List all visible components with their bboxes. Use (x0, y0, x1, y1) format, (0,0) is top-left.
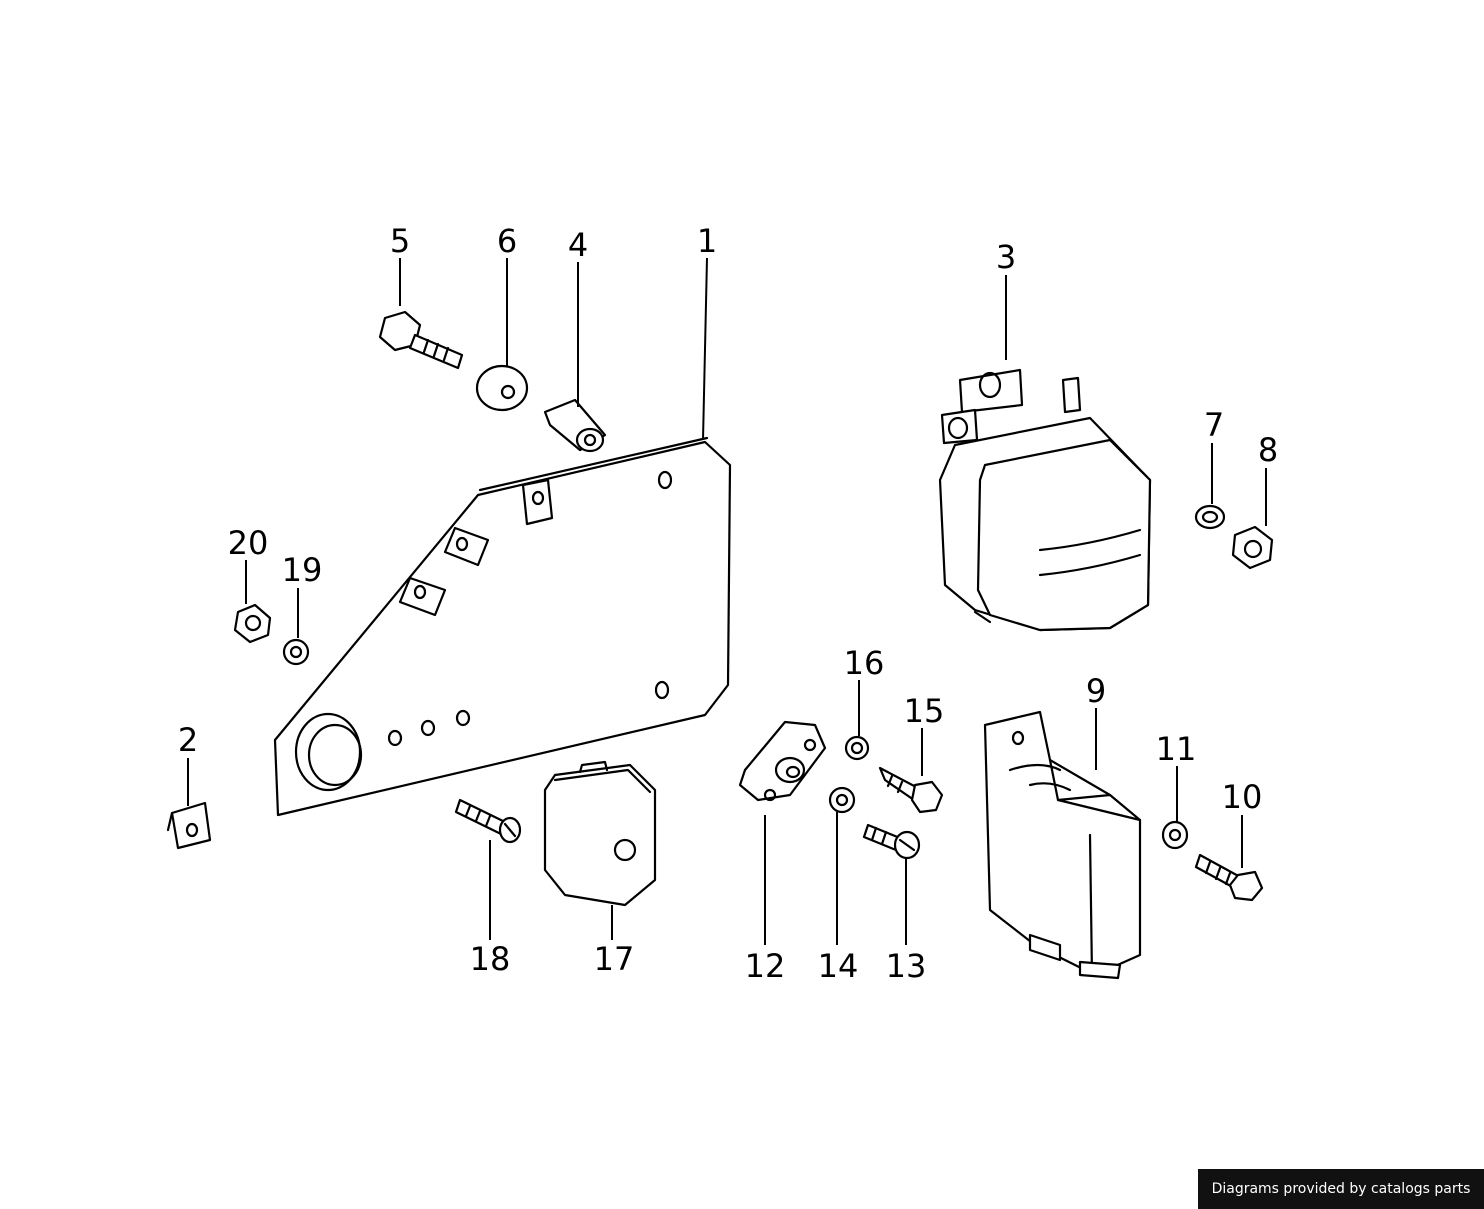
part-7-washer[interactable] (1194, 504, 1226, 530)
callout-17: 17 (594, 940, 635, 978)
callout-4: 4 (568, 226, 588, 264)
part-5-hex-bolt[interactable] (378, 310, 464, 370)
callout-20: 20 (228, 524, 269, 562)
part-3-relay[interactable] (938, 368, 1152, 632)
callout-16: 16 (844, 644, 885, 682)
part-9-control-unit[interactable] (983, 710, 1142, 980)
part-15-tapping-screw[interactable] (878, 766, 944, 814)
callout-19: 19 (282, 551, 323, 589)
part-13-screw[interactable] (862, 823, 921, 860)
part-6-rubber-washer[interactable] (475, 364, 529, 412)
part-4-spacer-sleeve[interactable] (543, 398, 607, 453)
part-19-washer[interactable] (282, 638, 310, 666)
callout-3: 3 (996, 238, 1016, 276)
credit-banner: Diagrams provided by catalogs parts (1198, 1169, 1484, 1209)
callout-10: 10 (1222, 778, 1263, 816)
callout-11: 11 (1156, 730, 1197, 768)
callout-15: 15 (904, 692, 945, 730)
callout-numbers: 5 6 4 1 3 7 8 20 19 2 16 15 9 11 10 18 1… (178, 222, 1278, 985)
part-20-hex-nut[interactable] (233, 603, 272, 644)
callout-13: 13 (886, 947, 927, 985)
callout-9: 9 (1086, 672, 1106, 710)
part-8-hex-nut[interactable] (1231, 525, 1274, 570)
leader-lines (187, 257, 1267, 945)
callout-18: 18 (470, 940, 511, 978)
callout-6: 6 (497, 222, 517, 260)
part-14-washer[interactable] (828, 786, 856, 814)
part-16-washer[interactable] (844, 735, 870, 761)
callout-1: 1 (697, 222, 717, 260)
part-18-screw[interactable] (454, 798, 522, 844)
callout-12: 12 (745, 947, 786, 985)
callout-5: 5 (390, 222, 410, 260)
callout-14: 14 (818, 947, 859, 985)
callout-2: 2 (178, 721, 198, 759)
part-11-washer[interactable] (1161, 820, 1189, 850)
part-17-suppressor-block[interactable] (543, 760, 657, 907)
part-1-mounting-plate[interactable] (273, 436, 732, 817)
part-2-clip[interactable] (166, 801, 212, 850)
part-10-hex-bolt[interactable] (1194, 853, 1264, 902)
callout-7: 7 (1204, 406, 1224, 444)
part-12-rubber-mount[interactable] (738, 720, 827, 802)
callout-8: 8 (1258, 431, 1278, 469)
